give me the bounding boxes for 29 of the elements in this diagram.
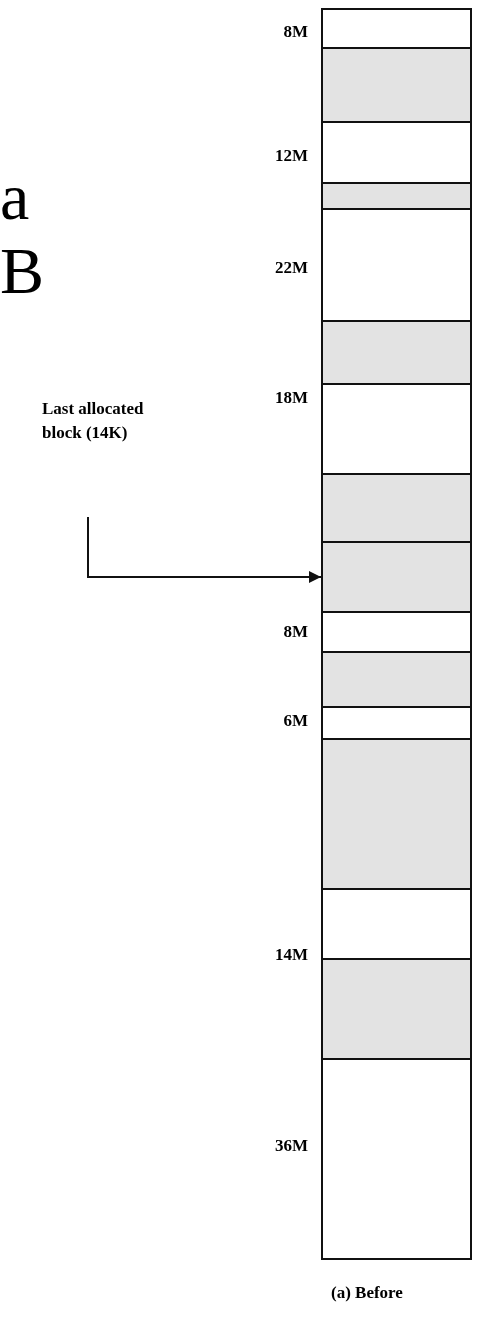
size-label: 8M	[283, 22, 308, 42]
large-letter: B	[0, 238, 45, 304]
size-label: 22M	[274, 258, 308, 278]
allocated-block	[321, 541, 472, 613]
arrow	[87, 516, 322, 583]
allocated-block	[321, 473, 472, 543]
free-block	[321, 888, 472, 960]
size-label: 8M	[283, 622, 308, 642]
allocated-block	[321, 738, 472, 890]
callout-text: Last allocated block (14K)	[42, 397, 152, 445]
free-block	[321, 8, 472, 49]
free-block	[321, 121, 472, 184]
free-block	[321, 208, 472, 322]
allocated-block	[321, 651, 472, 708]
free-block	[321, 611, 472, 653]
allocated-block	[321, 47, 472, 123]
size-label: 12M	[274, 146, 308, 166]
allocated-block	[321, 320, 472, 385]
caption: (a) Before	[331, 1283, 403, 1303]
allocated-block	[321, 958, 472, 1060]
free-block	[321, 706, 472, 740]
free-block	[321, 1058, 472, 1260]
free-block	[321, 383, 472, 475]
size-label: 6M	[283, 711, 308, 731]
size-label: 14M	[274, 945, 308, 965]
size-label: 36M	[274, 1136, 308, 1156]
large-letter: a	[0, 164, 30, 230]
allocated-block	[321, 182, 472, 210]
size-label: 18M	[274, 388, 308, 408]
